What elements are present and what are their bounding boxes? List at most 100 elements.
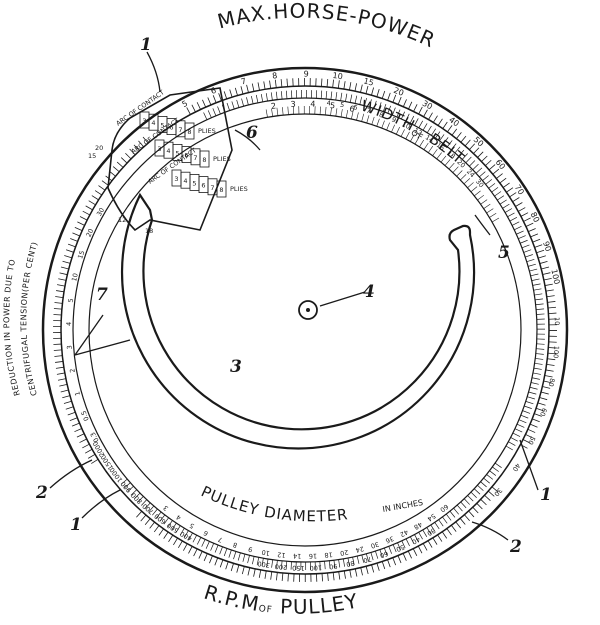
scale-tick <box>173 537 178 546</box>
scale-tick <box>214 544 219 553</box>
scale-tick <box>381 90 386 99</box>
scale-tick <box>280 79 283 88</box>
scale-tick <box>525 254 533 258</box>
scale-tick <box>371 87 374 96</box>
middle-ticks <box>120 90 545 570</box>
scale-tick <box>443 137 449 145</box>
scale-tick <box>140 514 147 522</box>
plies-number: 8 <box>219 186 223 194</box>
scale-tick <box>475 167 483 174</box>
scale-tick <box>129 148 136 156</box>
callout-2-right: 2 <box>509 537 522 557</box>
scale-tick <box>536 348 545 350</box>
scale-tick <box>540 391 549 395</box>
scale-label: 20 <box>85 227 96 238</box>
scale-tick <box>405 131 410 140</box>
scale-tick <box>188 532 193 541</box>
scale-label: 16 <box>309 552 318 560</box>
scale-label: 10 <box>332 71 343 81</box>
scale-tick <box>432 149 438 156</box>
scale-label: 300 <box>257 559 271 569</box>
scale-tick <box>340 92 343 101</box>
scale-label: 10 <box>401 120 412 131</box>
scale-tick <box>520 239 528 244</box>
scale-tick <box>533 288 542 291</box>
scale-tick <box>446 528 452 536</box>
scale-tick <box>476 503 483 510</box>
scale-tick <box>325 90 328 99</box>
scale-label: 60 <box>379 549 389 559</box>
scale-tick <box>445 513 452 521</box>
scale-tick <box>392 94 397 103</box>
scale-tick <box>84 448 93 454</box>
scale-tick <box>91 195 99 201</box>
scale-tick <box>455 521 462 529</box>
scale-tick <box>155 511 162 519</box>
scale-tick <box>54 355 63 357</box>
scale-tick <box>328 560 331 569</box>
scale-tick <box>319 561 321 570</box>
window-mark: 20 <box>95 144 103 152</box>
scale-label: 16 <box>435 141 446 152</box>
scale-tick <box>255 94 259 103</box>
scale-tick <box>364 97 367 106</box>
scale-tick <box>502 203 510 209</box>
scale-tick <box>460 501 467 509</box>
scale-tick <box>456 132 462 139</box>
scale-tick <box>436 152 442 160</box>
scale-tick <box>246 84 249 93</box>
scale-tick <box>449 510 456 518</box>
scale-tick <box>414 534 419 542</box>
scale-tick <box>116 161 124 168</box>
scale-tick <box>275 91 278 100</box>
scale-tick <box>470 491 477 498</box>
scale-tick <box>69 417 78 421</box>
callout-1-top: 1 <box>140 35 152 55</box>
scale-tick <box>379 549 383 558</box>
scale-tick <box>450 143 457 151</box>
scale-tick <box>361 113 365 122</box>
scale-tick <box>548 312 557 314</box>
scale-label: 10 <box>70 272 80 282</box>
plies-number: 7 <box>178 126 182 134</box>
scale-tick <box>405 538 410 547</box>
scale-tick <box>397 555 402 564</box>
scale-tick <box>240 86 244 95</box>
scale-tick <box>520 212 529 217</box>
scale-tick <box>536 308 545 310</box>
plies-number: 5 <box>192 179 196 187</box>
scale-tick <box>527 428 536 433</box>
scale-tick <box>499 199 507 205</box>
scale-tick <box>112 166 120 173</box>
scale-label: 5 <box>339 101 344 110</box>
scale-tick <box>230 563 234 572</box>
scale-label: 5 <box>329 101 335 111</box>
scale-tick <box>193 548 198 557</box>
scale-tick <box>518 419 527 424</box>
scale-tick <box>178 540 183 549</box>
scale-tick <box>480 499 487 506</box>
scale-tick <box>234 87 238 96</box>
plies-number: 5 <box>160 121 164 129</box>
scale-tick <box>287 573 289 582</box>
pivot-dot <box>306 308 310 312</box>
scale-tick <box>285 90 288 99</box>
scale-tick <box>537 402 546 406</box>
scale-tick <box>432 115 438 123</box>
scale-tick <box>401 111 406 120</box>
scale-tick <box>464 514 470 522</box>
scale-tick <box>210 543 215 551</box>
scale-label: 6 <box>352 103 358 112</box>
callout-1-left: 1 <box>70 515 82 535</box>
scale-tick <box>179 527 185 536</box>
scale-tick <box>460 174 467 181</box>
scale-tick <box>60 266 69 270</box>
scale-tick <box>535 353 544 355</box>
scale-tick <box>152 508 158 516</box>
scale-tick <box>281 572 284 581</box>
scale-tick <box>422 529 428 537</box>
scale-tick <box>434 522 440 530</box>
scale-tick <box>530 382 539 385</box>
scale-tick <box>271 108 273 117</box>
